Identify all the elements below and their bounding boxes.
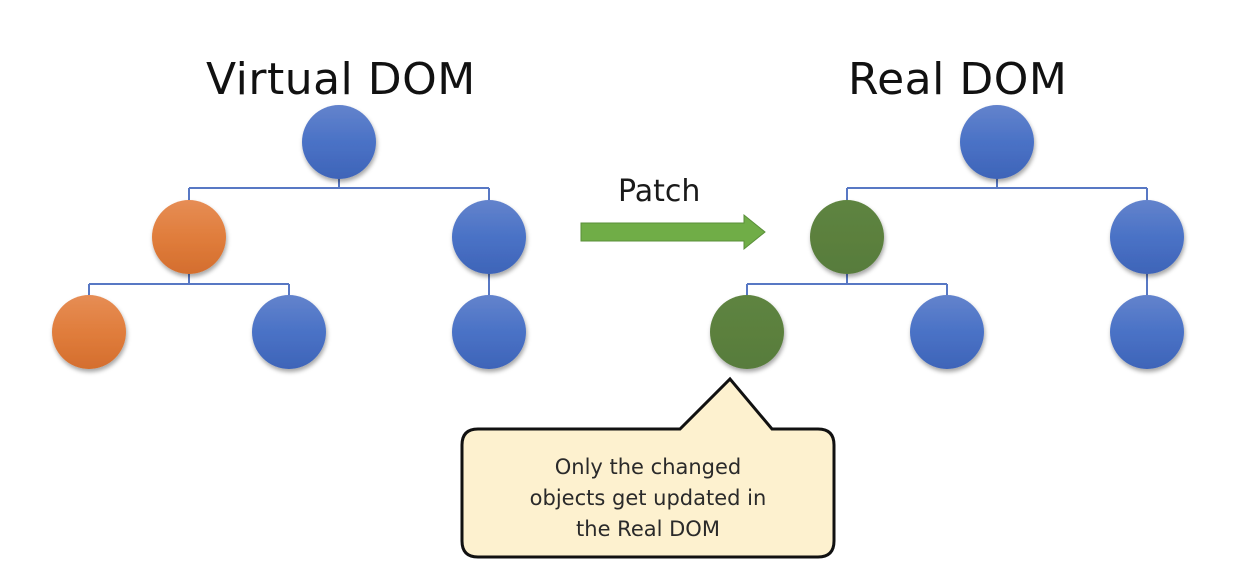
real-node-left (810, 200, 884, 274)
real-tree-nodes (710, 105, 1184, 369)
virtual-node-root (302, 105, 376, 179)
real-node-root (960, 105, 1034, 179)
real-tree-connectors (746, 179, 1148, 295)
real-node-left-right (910, 295, 984, 369)
virtual-tree-nodes (52, 105, 526, 369)
callout-text: Only the changed objects get updated in … (470, 452, 826, 545)
real-node-left-left (710, 295, 784, 369)
virtual-node-right (452, 200, 526, 274)
virtual-dom-title: Virtual DOM (206, 54, 476, 105)
virtual-node-right-child (452, 295, 526, 369)
callout-line: Only the changed (554, 455, 742, 479)
callout-line: the Real DOM (576, 517, 720, 541)
real-node-right (1110, 200, 1184, 274)
real-node-right-child (1110, 295, 1184, 369)
callout-line: objects get updated in (529, 486, 767, 510)
virtual-node-left-left (52, 295, 126, 369)
virtual-node-left (152, 200, 226, 274)
virtual-tree-connectors (88, 179, 490, 295)
callout-bubble (460, 376, 836, 559)
virtual-node-left-right (252, 295, 326, 369)
real-dom-title: Real DOM (848, 54, 1068, 105)
patch-arrow-icon (580, 213, 766, 251)
patch-label: Patch (618, 174, 701, 209)
